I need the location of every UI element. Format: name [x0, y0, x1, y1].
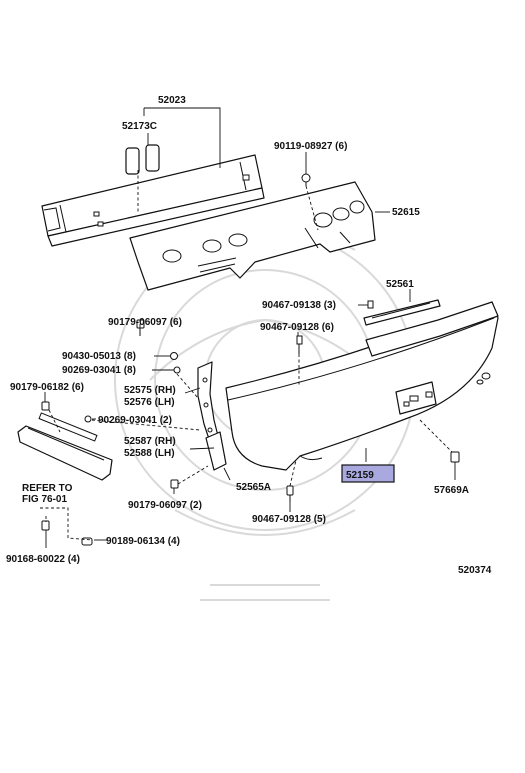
bracket[interactable] — [205, 431, 227, 471]
rear-bumper-cover[interactable] — [225, 301, 499, 471]
label-90269-03041-2[interactable]: 90269-03041 (2) — [98, 415, 172, 426]
label-90179-06097-top[interactable]: 90179-06097 (6) — [108, 317, 182, 328]
figure-number: 520374 — [458, 565, 492, 576]
label-52173c[interactable]: 52173C — [122, 121, 157, 132]
retainer-strip[interactable] — [363, 299, 441, 326]
clip-icon[interactable] — [286, 485, 294, 502]
label-52615[interactable]: 52615 — [392, 207, 420, 218]
label-57669a[interactable]: 57669A — [434, 485, 469, 496]
label-90467-09128-top[interactable]: 90467-09128 (6) — [260, 322, 334, 333]
energy-absorber[interactable] — [129, 181, 376, 291]
screw-icon[interactable] — [173, 366, 181, 374]
refer-fig-line[interactable]: FIG 76-01 — [22, 494, 67, 505]
label-52565a[interactable]: 52565A — [236, 482, 271, 493]
screw-icon[interactable] — [84, 415, 92, 423]
label-52023[interactable]: 52023 — [158, 95, 186, 106]
clip-icon[interactable] — [41, 520, 50, 531]
clip-pair[interactable] — [125, 144, 160, 175]
reflector[interactable] — [17, 412, 113, 481]
clip-icon[interactable] — [136, 319, 145, 336]
leader-lines — [44, 107, 456, 548]
label-90467-09128-bottom[interactable]: 90467-09128 (5) — [252, 514, 326, 525]
bolt-icon[interactable] — [301, 173, 311, 186]
label-52576-lh[interactable]: 52576 (LH) — [124, 397, 175, 408]
label-90467-09138[interactable]: 90467-09138 (3) — [262, 300, 336, 311]
nut-icon[interactable] — [170, 352, 178, 360]
retainer-icon[interactable] — [450, 451, 460, 463]
label-90189-06134[interactable]: 90189-06134 (4) — [106, 536, 180, 547]
label-90430-05013[interactable]: 90430-05013 (8) — [62, 351, 136, 362]
part-labels: 52023 52173C 90119-08927 (6) 52615 52561… — [6, 95, 492, 576]
highlight-box — [341, 464, 395, 483]
clip-icon[interactable] — [170, 479, 179, 489]
label-52561[interactable]: 52561 — [386, 279, 414, 290]
label-90269-03041-8[interactable]: 90269-03041 (8) — [62, 365, 136, 376]
alignment-dashes — [40, 170, 453, 541]
clip-icon[interactable] — [41, 401, 50, 411]
label-52587-rh[interactable]: 52587 (RH) — [124, 436, 176, 447]
label-90168-60022[interactable]: 90168-60022 (4) — [6, 554, 80, 565]
label-52588-lh[interactable]: 52588 (LH) — [124, 448, 175, 459]
label-90119-08927[interactable]: 90119-08927 (6) — [274, 141, 347, 152]
refer-to-line[interactable]: REFER TO — [22, 483, 73, 494]
label-52575-rh[interactable]: 52575 (RH) — [124, 385, 176, 396]
bumper-reinforcement[interactable] — [41, 154, 265, 247]
screw-icon[interactable] — [296, 300, 374, 354]
label-90179-06182[interactable]: 90179-06182 (6) — [10, 382, 84, 393]
label-52159[interactable]: 52159 — [346, 470, 374, 481]
label-90179-06097-bottom[interactable]: 90179-06097 (2) — [128, 500, 202, 511]
